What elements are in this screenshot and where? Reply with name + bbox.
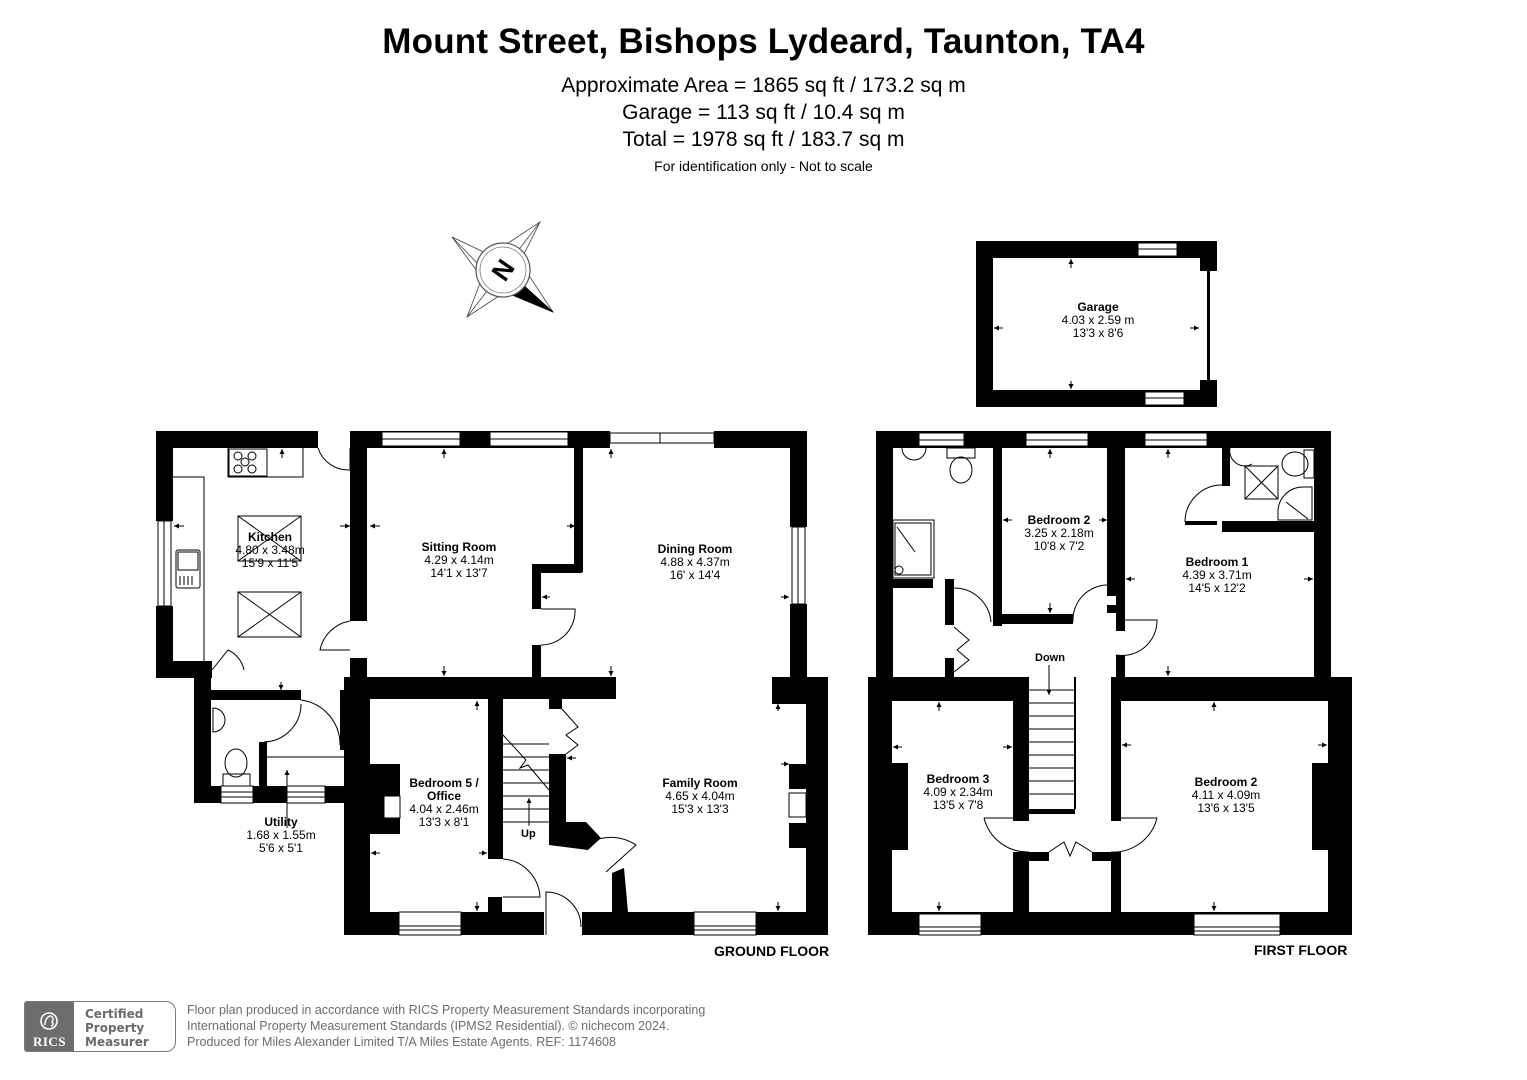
room-metric: 4.65 x 4.04m	[665, 789, 735, 803]
room-metric: 4.04 x 2.46m	[409, 802, 479, 816]
room-bedroom-3: Bedroom 3 4.09 x 2.34m 13'5 x 7'8	[923, 773, 992, 812]
room-name-line2: Office	[426, 789, 461, 803]
room-metric: 3.25 x 2.18m	[1024, 526, 1094, 540]
footer-notes: Floor plan produced in accordance with R…	[187, 1002, 705, 1050]
room-bedroom-2-large: Bedroom 2 4.11 x 4.09m 13'6 x 13'5	[1192, 776, 1260, 815]
footer-line: Floor plan produced in accordance with R…	[187, 1003, 706, 1017]
room-imperial: 16' x 14'4	[669, 568, 721, 582]
room-kitchen: Kitchen 4.80 x 3.48m 15'9 x 11'5	[235, 531, 304, 570]
room-imperial: 14'1 x 13'7	[430, 566, 488, 580]
stairs-down-label: Down	[1035, 652, 1065, 664]
room-imperial: 14'5 x 12'2	[1188, 581, 1246, 595]
room-dining-room: Dining Room 4.88 x 4.37m 16' x 14'4	[658, 543, 733, 582]
first-floor-walls	[868, 431, 1352, 936]
room-bedroom-1: Bedroom 1 4.39 x 3.71m 14'5 x 12'2	[1182, 556, 1251, 595]
room-imperial: 13'3 x 8'1	[418, 815, 470, 829]
rics-certified-badge: RICS Certified Property Measurer	[24, 1001, 176, 1052]
room-metric: 4.80 x 3.48m	[235, 543, 305, 557]
room-metric: 4.09 x 2.34m	[923, 785, 993, 799]
room-imperial: 10'8 x 7'2	[1033, 539, 1085, 553]
room-metric: 4.39 x 3.71m	[1182, 568, 1252, 582]
compass-north-icon: N	[451, 220, 555, 319]
room-imperial: 13'3 x 8'6	[1072, 326, 1124, 340]
room-metric: 4.11 x 4.09m	[1191, 788, 1261, 802]
ground-floor-fixtures	[173, 447, 637, 935]
room-utility: Utility 1.68 x 1.55m 5'6 x 5'1	[246, 816, 315, 855]
first-floor-label: FIRST FLOOR	[1254, 942, 1348, 958]
room-name: Family Room	[662, 776, 738, 790]
badge-line: Property	[85, 1021, 145, 1035]
approximate-area: Approximate Area = 1865 sq ft / 173.2 sq…	[561, 74, 966, 97]
rics-org-name: RICS	[32, 1034, 67, 1049]
room-family-room: Family Room 4.65 x 4.04m 15'3 x 13'3	[662, 777, 737, 816]
dimension-arrows	[174, 259, 1327, 911]
badge-line: Certified	[85, 1007, 144, 1021]
room-bedroom-5-office: Bedroom 5 / Office 4.04 x 2.46m 13'3 x 8…	[409, 777, 478, 829]
room-name: Bedroom 1	[1185, 555, 1249, 569]
room-name: Bedroom 2	[1194, 775, 1258, 789]
rics-logo: RICS	[25, 1002, 74, 1051]
room-imperial: 13'6 x 13'5	[1197, 801, 1255, 815]
room-metric: 4.88 x 4.37m	[660, 555, 730, 569]
garage-walls	[976, 241, 1217, 407]
ground-floor-label: GROUND FLOOR	[714, 943, 830, 959]
first-floor-fixtures	[892, 447, 1315, 858]
badge-line: Measurer	[85, 1035, 149, 1049]
room-name: Bedroom 2	[1027, 513, 1091, 527]
room-metric: 4.29 x 4.14m	[424, 553, 494, 567]
badge-text: Certified Property Measurer	[85, 1007, 149, 1049]
room-name: Utility	[264, 815, 298, 829]
room-name: Garage	[1077, 300, 1119, 314]
room-imperial: 13'5 x 7'8	[932, 798, 984, 812]
room-bedroom-2-small: Bedroom 2 3.25 x 2.18m 10'8 x 7'2	[1024, 514, 1093, 553]
room-metric: 4.03 x 2.59 m	[1061, 313, 1135, 327]
rics-lion-icon	[40, 1012, 58, 1030]
page-title: Mount Street, Bishops Lydeard, Taunton, …	[382, 22, 1145, 61]
room-name: Kitchen	[247, 530, 292, 544]
room-name: Bedroom 3	[926, 772, 990, 786]
total-area: Total = 1978 sq ft / 183.7 sq m	[622, 128, 905, 151]
room-sitting-room: Sitting Room 4.29 x 4.14m 14'1 x 13'7	[422, 541, 497, 580]
disclaimer: For identification only - Not to scale	[654, 158, 873, 174]
room-metric: 1.68 x 1.55m	[246, 828, 316, 842]
room-name: Dining Room	[657, 542, 733, 556]
ground-floor-walls	[156, 431, 828, 936]
room-imperial: 15'9 x 11'5	[241, 556, 299, 570]
room-name: Sitting Room	[421, 540, 497, 554]
garage-area: Garage = 113 sq ft / 10.4 sq m	[622, 101, 905, 124]
room-imperial: 15'3 x 13'3	[671, 802, 729, 816]
room-garage: Garage 4.03 x 2.59 m 13'3 x 8'6	[1062, 301, 1135, 340]
room-name: Bedroom 5 /	[409, 776, 479, 790]
footer-line: Produced for Miles Alexander Limited T/A…	[187, 1035, 616, 1049]
stairs-up-label: Up	[521, 828, 536, 840]
footer-line: International Property Measurement Stand…	[187, 1019, 670, 1033]
room-imperial: 5'6 x 5'1	[259, 841, 303, 855]
